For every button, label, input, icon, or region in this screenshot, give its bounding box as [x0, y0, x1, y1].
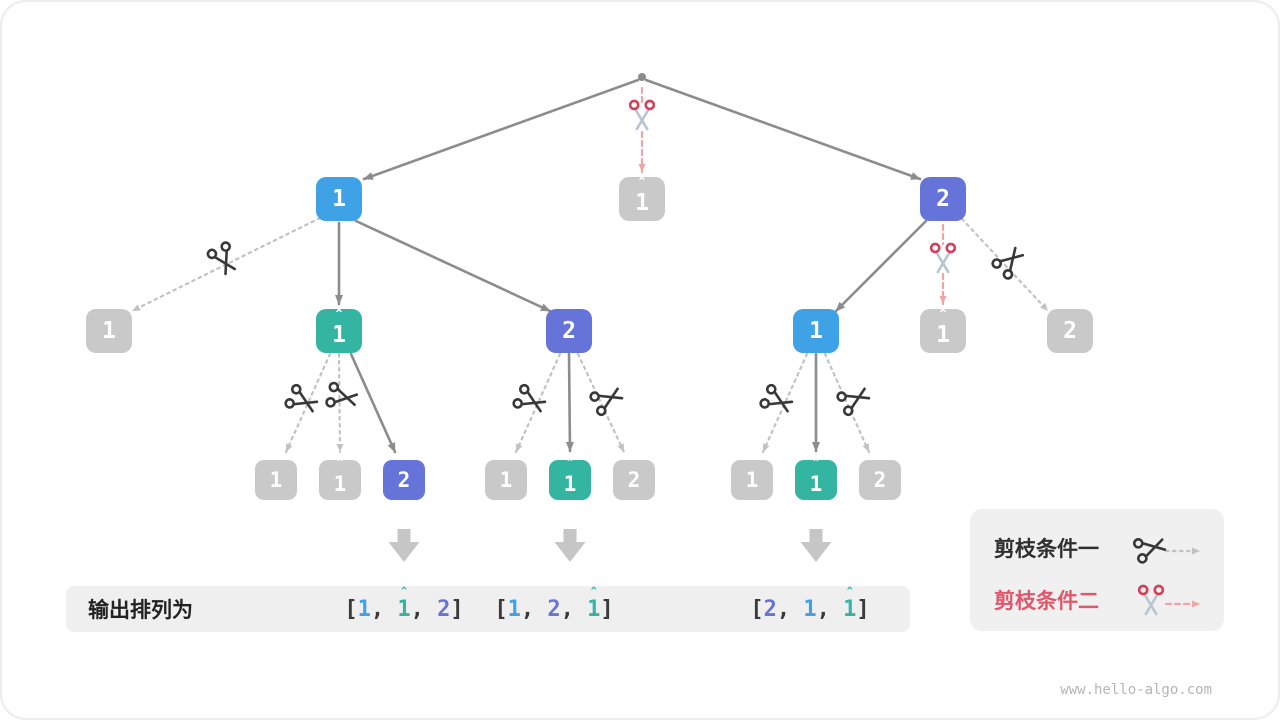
tree-edge-pruned: [960, 217, 1050, 313]
tree-node-c1: 1: [255, 460, 297, 500]
watermark: www.hello-algo.com: [1060, 682, 1212, 698]
scissors-icon: [589, 387, 624, 417]
tree-edge: [565, 352, 574, 453]
scissors-icon: [759, 383, 794, 413]
tree-node-b3: 2: [1047, 309, 1093, 353]
output-arrow-icon: [388, 529, 420, 562]
tree-node-e3: 2: [859, 460, 901, 500]
tree-edge: [362, 78, 640, 181]
scissors-icon: [325, 381, 359, 408]
tree-node-c3: 2: [383, 460, 425, 500]
tree-edge-pruned: [130, 216, 322, 313]
tree-node-n3: 2: [920, 177, 966, 221]
tree-edge-pruned: [336, 352, 344, 454]
legend-row-prune-condition-1: 剪枝条件一: [994, 533, 1099, 563]
output-arrow-icon: [554, 529, 586, 562]
legend-label: 剪枝条件一: [994, 537, 1099, 561]
tree-edge-pruned: [514, 352, 562, 454]
tree-node-d1: 1: [485, 460, 527, 500]
tree-root-dot: [638, 73, 646, 81]
scissors-icon: [284, 383, 319, 413]
scissors-red-icon: [628, 99, 656, 131]
scissors-icon: [512, 383, 547, 413]
tree-edge-pruned: [761, 352, 809, 454]
tree-misc: [388, 73, 832, 562]
legend-box: [970, 509, 1224, 631]
tree-node-b1: 1: [793, 309, 839, 353]
tree-edge-pruned: [823, 352, 871, 454]
scissors-icon: [991, 246, 1025, 280]
scissors-icon: [206, 241, 236, 276]
tree-edge-pruned: [576, 352, 626, 454]
tree-edge: [834, 219, 928, 313]
scissors-icon: [836, 387, 871, 417]
output-label: 输出排列为: [88, 598, 193, 622]
tree-edge: [644, 78, 922, 181]
tree-node-a3: 2: [546, 309, 592, 353]
tree-node-n1: 1: [316, 177, 362, 221]
tree-edge: [354, 219, 552, 313]
output-bar: [66, 586, 910, 632]
legend-label: 剪枝条件二: [994, 589, 1099, 613]
tree-node-a1: 1: [86, 309, 132, 353]
tree-edge: [349, 352, 397, 454]
scissors-red-icon: [929, 242, 957, 274]
tree-node-d3: 2: [613, 460, 655, 500]
output-arrow-icon: [800, 529, 832, 562]
tree-edge-pruned: [284, 352, 332, 454]
legend-row-prune-condition-2: 剪枝条件二: [994, 585, 1099, 615]
tree-node-e1: 1: [731, 460, 773, 500]
